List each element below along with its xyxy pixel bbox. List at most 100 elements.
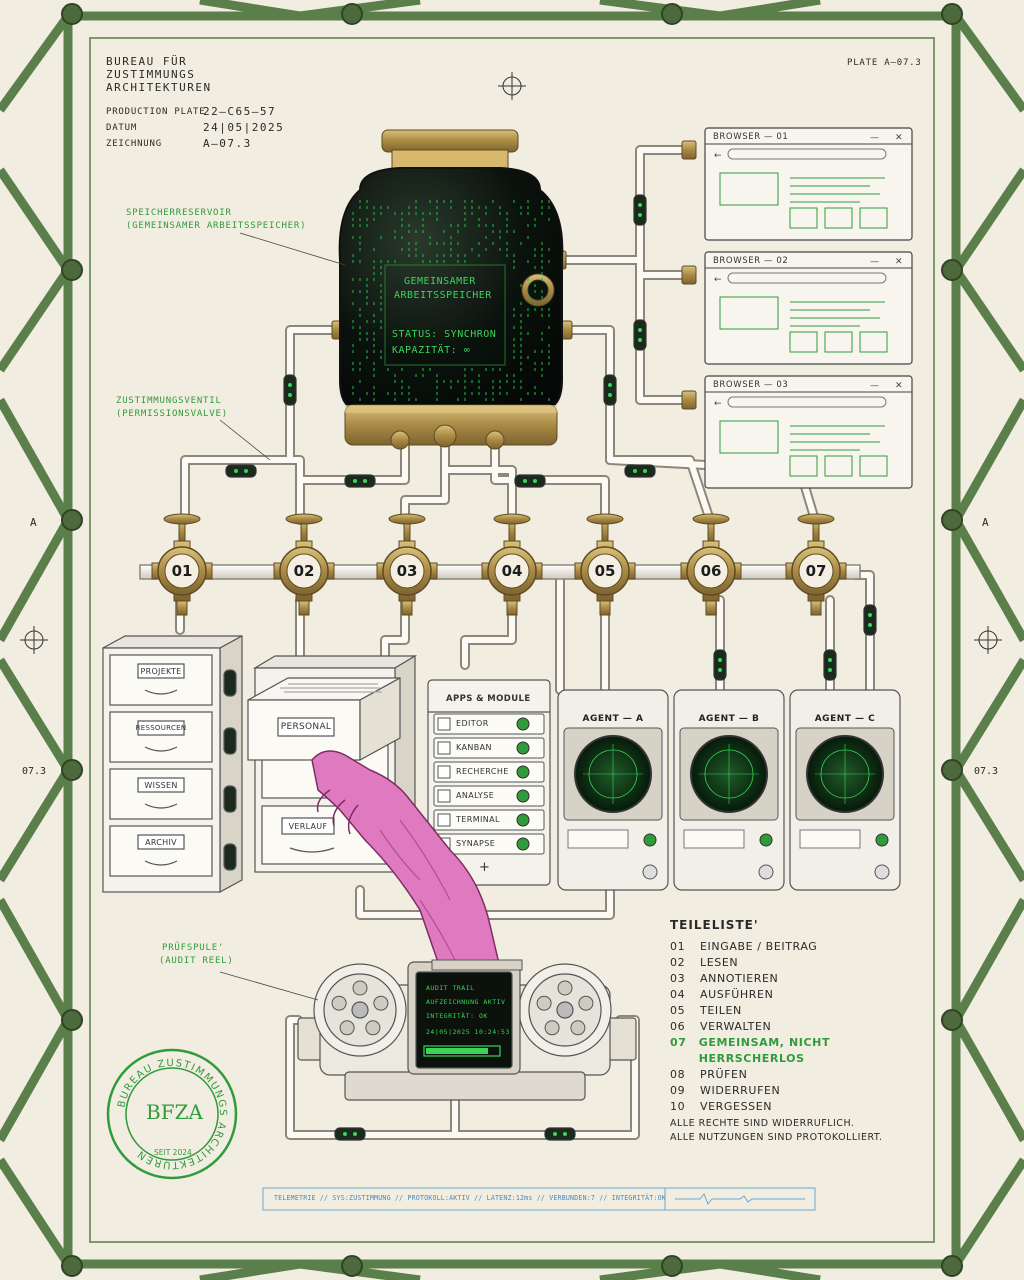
matrix-glyph bbox=[373, 374, 375, 377]
matrix-glyph bbox=[436, 374, 438, 377]
matrix-glyph bbox=[471, 206, 473, 209]
matrix-glyph bbox=[380, 320, 382, 323]
matrix-glyph bbox=[380, 290, 382, 293]
agent-a-label: AGENT — A bbox=[582, 714, 644, 724]
matrix-glyph bbox=[457, 380, 459, 383]
zeichnung-label: ZEICHNUNG bbox=[106, 139, 162, 149]
valve-02-number: 02 bbox=[293, 562, 315, 580]
app-status-led bbox=[516, 741, 530, 755]
browser-image-block bbox=[719, 296, 779, 330]
matrix-glyph bbox=[380, 260, 382, 263]
frame-bolts bbox=[61, 3, 963, 1277]
browser-address-bar bbox=[727, 396, 887, 408]
app-recherche-label: RECHERCHE bbox=[456, 767, 509, 776]
production-plate-label: PRODUCTION PLATE bbox=[106, 107, 206, 117]
matrix-glyph bbox=[436, 380, 438, 383]
matrix-glyph bbox=[450, 248, 452, 251]
matrix-glyph bbox=[534, 290, 536, 293]
valve-array bbox=[151, 513, 847, 616]
matrix-glyph bbox=[527, 392, 529, 395]
browser-address-bar bbox=[727, 148, 887, 160]
matrix-glyph bbox=[359, 338, 361, 341]
browser-01-title: BROWSER — 01 bbox=[713, 132, 789, 142]
matrix-glyph bbox=[429, 236, 431, 239]
matrix-glyph bbox=[527, 332, 529, 335]
parts-item-number: 02 bbox=[670, 956, 686, 969]
matrix-glyph bbox=[513, 266, 515, 269]
matrix-glyph bbox=[513, 314, 515, 317]
matrix-glyph bbox=[527, 314, 529, 317]
matrix-glyph bbox=[478, 218, 480, 221]
pink-hand bbox=[311, 750, 501, 969]
matrix-glyph bbox=[541, 296, 543, 299]
matrix-glyph bbox=[464, 260, 466, 263]
matrix-glyph bbox=[478, 224, 480, 227]
window-close-icon: ✕ bbox=[895, 133, 903, 143]
matrix-glyph bbox=[359, 278, 361, 281]
matrix-glyph bbox=[499, 386, 501, 389]
matrix-glyph bbox=[464, 254, 466, 257]
matrix-glyph bbox=[492, 230, 494, 233]
matrix-glyph bbox=[408, 398, 410, 401]
matrix-glyph bbox=[436, 392, 438, 395]
telemetry-waveform bbox=[675, 1193, 805, 1205]
valve-callout-title: ZUSTIMMUNGSVENTIL bbox=[116, 396, 222, 406]
matrix-glyph bbox=[352, 362, 354, 365]
window-minimize-icon: — bbox=[870, 381, 879, 391]
app-status-led bbox=[516, 789, 530, 803]
reel-hole bbox=[536, 995, 552, 1011]
matrix-glyph bbox=[534, 302, 536, 305]
matrix-glyph bbox=[541, 368, 543, 371]
matrix-glyph bbox=[548, 260, 550, 263]
agent-c-label: AGENT — C bbox=[814, 714, 876, 724]
matrix-glyph bbox=[527, 212, 529, 215]
matrix-glyph bbox=[443, 230, 445, 233]
matrix-glyph bbox=[352, 260, 354, 263]
matrix-glyph bbox=[527, 278, 529, 281]
drawer-label-archiv: ARCHIV bbox=[145, 838, 177, 847]
matrix-glyph bbox=[359, 362, 361, 365]
valve-outlet bbox=[810, 600, 822, 616]
matrix-glyph bbox=[366, 302, 368, 305]
matrix-glyph bbox=[352, 236, 354, 239]
matrix-glyph bbox=[359, 326, 361, 329]
valve-handwheel bbox=[586, 513, 624, 525]
matrix-glyph bbox=[520, 356, 522, 359]
agent-knob bbox=[758, 864, 774, 880]
matrix-glyph bbox=[520, 284, 522, 287]
matrix-glyph bbox=[541, 332, 543, 335]
agent-knob bbox=[642, 864, 658, 880]
matrix-glyph bbox=[436, 212, 438, 215]
matrix-glyph bbox=[450, 236, 452, 239]
matrix-glyph bbox=[471, 248, 473, 251]
matrix-glyph bbox=[541, 206, 543, 209]
audit-line1: AUDIT TRAIL bbox=[426, 984, 475, 992]
left-margin-number: 07.3 bbox=[22, 766, 47, 777]
matrix-glyph bbox=[415, 398, 417, 401]
matrix-glyph bbox=[541, 278, 543, 281]
matrix-glyph bbox=[352, 320, 354, 323]
valve-06-number: 06 bbox=[700, 562, 722, 580]
matrix-glyph bbox=[492, 380, 494, 383]
matrix-glyph bbox=[415, 230, 417, 233]
matrix-glyph bbox=[520, 302, 522, 305]
matrix-glyph bbox=[394, 212, 396, 215]
stamp bbox=[106, 1048, 238, 1180]
reservoir-tank bbox=[338, 129, 564, 450]
matrix-glyph bbox=[422, 218, 424, 221]
filing-cabinet bbox=[102, 634, 243, 894]
matrix-glyph bbox=[415, 248, 417, 251]
app-row bbox=[433, 809, 545, 831]
matrix-glyph bbox=[541, 362, 543, 365]
browser-card bbox=[789, 331, 818, 353]
matrix-glyph bbox=[394, 392, 396, 395]
matrix-glyph bbox=[527, 260, 529, 263]
app-kanban-label: KANBAN bbox=[456, 743, 492, 752]
matrix-glyph bbox=[513, 386, 515, 389]
valve-dial bbox=[587, 553, 623, 589]
